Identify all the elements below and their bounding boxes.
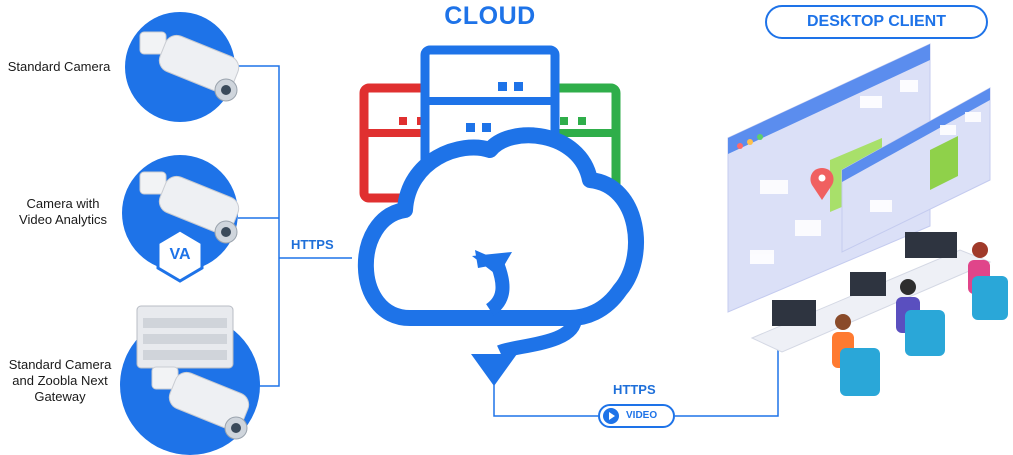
analytics-camera-label: Camera with Video Analytics — [19, 196, 107, 227]
video-badge-text: VIDEO — [626, 410, 658, 421]
downlink-protocol-label: HTTPS — [613, 382, 656, 397]
operator-figures — [832, 242, 1008, 396]
standard-camera-icon — [125, 12, 240, 122]
map-window-small — [841, 87, 991, 253]
cloud-title: CLOUD — [444, 2, 536, 30]
monitor-row — [772, 232, 957, 326]
uplink-protocol-label: HTTPS — [291, 237, 334, 252]
operator-desk — [750, 249, 992, 353]
analytics-camera-icon — [122, 155, 240, 271]
standard-camera-label: Standard Camera — [7, 59, 111, 74]
gateway-camera-label: Standard Camera and Zoobla Next Gateway — [8, 357, 112, 404]
cloud-icon — [357, 127, 644, 326]
va-hexagon-icon — [156, 228, 204, 283]
gateway-camera-icon — [120, 305, 260, 455]
map-pin-icon — [810, 168, 834, 200]
desktop-client-title: DESKTOP CLIENT — [765, 5, 988, 39]
play-icon — [603, 408, 619, 424]
va-badge-text: VA — [169, 246, 191, 263]
video-stream-badge: VIDEO — [598, 404, 675, 428]
sync-arrow-icon — [471, 250, 582, 386]
